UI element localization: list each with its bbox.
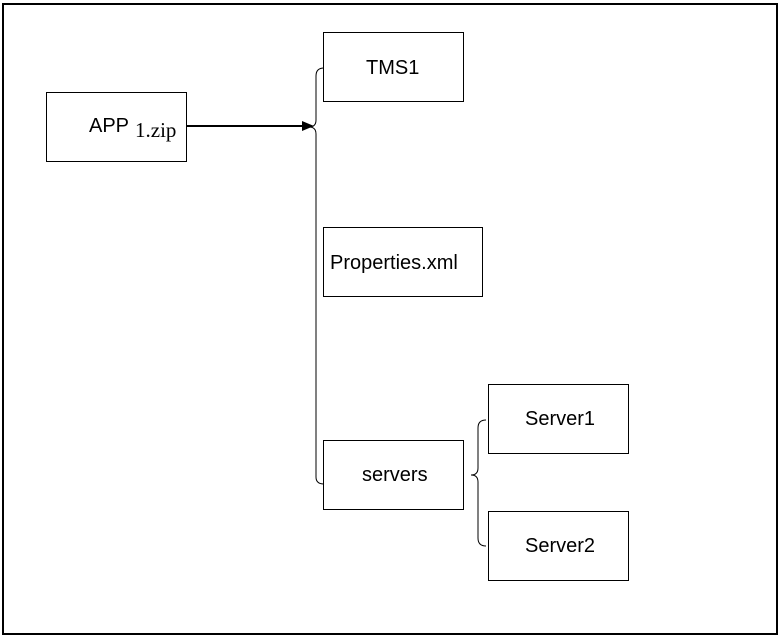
root-node-label-prefix: APP	[89, 115, 130, 137]
node-server2: Server2	[488, 511, 629, 581]
node-servers-label: servers	[362, 464, 428, 486]
node-properties-xml: Properties.xml	[323, 227, 483, 297]
node-tms1-label: TMS1	[366, 57, 420, 79]
root-node-app1-zip: APP 1.zip	[46, 92, 187, 162]
node-server2-label: Server2	[525, 535, 596, 557]
root-node-label-suffix: 1.zip	[135, 118, 177, 142]
node-tms1: TMS1	[323, 32, 464, 102]
servers-brace	[470, 419, 487, 547]
node-server1-label: Server1	[525, 408, 596, 430]
node-servers: servers	[323, 440, 464, 510]
diagram-frame	[2, 3, 778, 635]
node-server1: Server1	[488, 384, 629, 454]
main-brace	[308, 67, 325, 485]
root-arrow-head	[302, 121, 314, 131]
node-properties-xml-label: Properties.xml	[330, 252, 458, 274]
